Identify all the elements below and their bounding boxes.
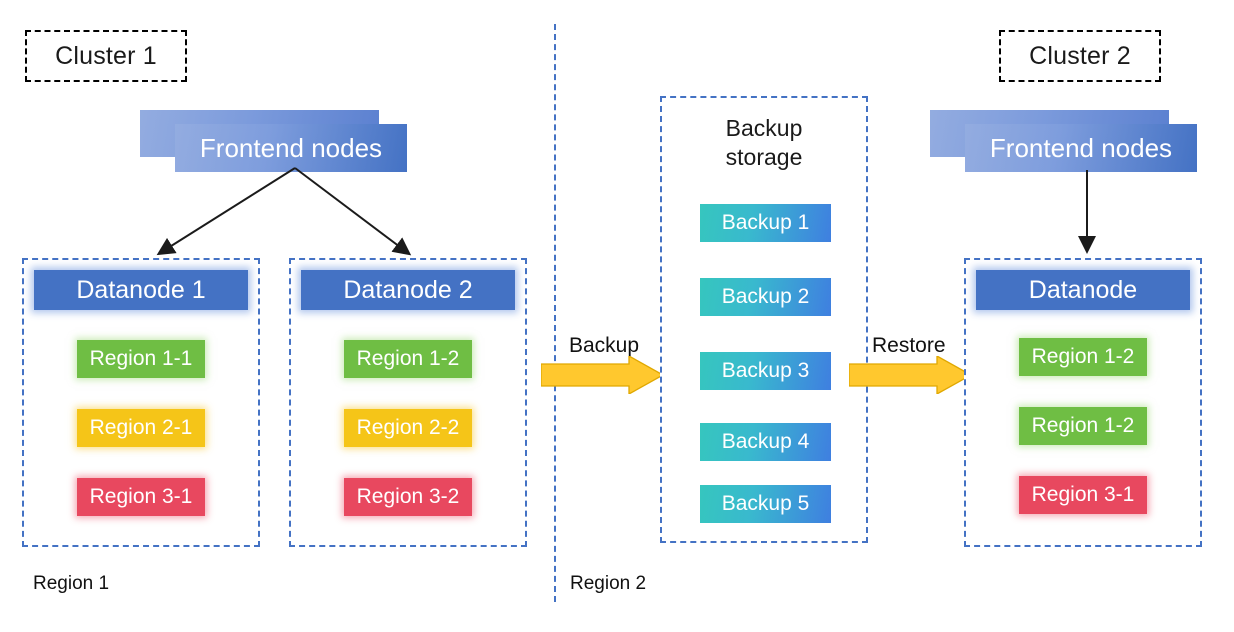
backup-storage-container: Backup storage Backup 1 Backup 2 Backup … bbox=[660, 96, 868, 543]
cluster2-datanode-container: Datanode Region 1-2 Region 1-2 Region 3-… bbox=[964, 258, 1202, 547]
region-label: Region 2-1 bbox=[89, 416, 193, 439]
restore-flow-text: Restore bbox=[872, 334, 946, 357]
backup-item-label: Backup 1 bbox=[721, 211, 810, 234]
datanode-2-title: Datanode 2 bbox=[343, 275, 473, 304]
backup-flow-text: Backup bbox=[569, 334, 640, 357]
region-label: Region 1-2 bbox=[1031, 414, 1135, 437]
cluster2-title-chip: Cluster 2 bbox=[999, 30, 1161, 82]
frontend-card-front-layer: Frontend nodes bbox=[175, 124, 407, 172]
backup-item-label: Backup 4 bbox=[721, 430, 810, 453]
cluster2-frontend-label: Frontend nodes bbox=[989, 132, 1173, 163]
backup-item[interactable]: Backup 5 bbox=[700, 485, 831, 523]
region-label: Region 2-2 bbox=[356, 416, 460, 439]
region-chip[interactable]: Region 1-2 bbox=[1019, 407, 1147, 445]
region-chip[interactable]: Region 3-2 bbox=[344, 478, 472, 516]
cluster1-frontend-label: Frontend nodes bbox=[199, 132, 383, 163]
region-label: Region 1-2 bbox=[1031, 345, 1135, 368]
backup-item-label: Backup 2 bbox=[721, 285, 810, 308]
region-chip[interactable]: Region 3-1 bbox=[77, 478, 205, 516]
cluster1-title-chip: Cluster 1 bbox=[25, 30, 187, 82]
cluster2-datanode-title: Datanode bbox=[1028, 275, 1138, 304]
region-chip[interactable]: Region 3-1 bbox=[1019, 476, 1147, 514]
datanode-2-container: Datanode 2 Region 1-2 Region 2-2 Region … bbox=[289, 258, 527, 547]
backup-item[interactable]: Backup 3 bbox=[700, 352, 831, 390]
cluster2-frontend-nodes[interactable]: Frontend nodes bbox=[930, 110, 1200, 172]
datanode-1-container: Datanode 1 Region 1-1 Region 2-1 Region … bbox=[22, 258, 260, 547]
backup-item[interactable]: Backup 4 bbox=[700, 423, 831, 461]
backup-item-label: Backup 5 bbox=[721, 492, 810, 515]
footer-region1-label: Region 1 bbox=[33, 573, 109, 595]
region-label: Region 3-1 bbox=[89, 485, 193, 508]
frontend-to-datanodes-connectors bbox=[156, 167, 412, 256]
backup-item[interactable]: Backup 2 bbox=[700, 278, 831, 316]
restore-arrow-icon bbox=[849, 356, 971, 394]
region-chip[interactable]: Region 1-1 bbox=[77, 340, 205, 378]
cluster1-frontend-nodes[interactable]: Frontend nodes bbox=[140, 110, 410, 172]
backup-storage-title-line1: Backup bbox=[725, 115, 803, 141]
backup-flow-label: Backup bbox=[569, 334, 639, 358]
datanode-1-header[interactable]: Datanode 1 bbox=[34, 270, 248, 310]
footer-region2-text: Region 2 bbox=[570, 573, 647, 594]
frontend-to-datanode-connector bbox=[1078, 170, 1096, 254]
backup-arrow-icon bbox=[541, 356, 663, 394]
backup-storage-title-line2: storage bbox=[725, 144, 803, 171]
restore-flow-label: Restore bbox=[872, 334, 946, 358]
region-label: Region 3-2 bbox=[356, 485, 460, 508]
backup-item-label: Backup 3 bbox=[721, 359, 810, 382]
footer-region1-text: Region 1 bbox=[33, 573, 110, 594]
region-label: Region 3-1 bbox=[1031, 483, 1135, 506]
region-label: Region 1-1 bbox=[89, 347, 193, 370]
region-chip[interactable]: Region 1-2 bbox=[1019, 338, 1147, 376]
backup-storage-title: Backup storage bbox=[662, 114, 866, 173]
frontend-card-front-layer: Frontend nodes bbox=[965, 124, 1197, 172]
region-label: Region 1-2 bbox=[356, 347, 460, 370]
region-divider-line bbox=[554, 24, 556, 602]
cluster2-title-label: Cluster 2 bbox=[1029, 41, 1131, 70]
region-chip[interactable]: Region 2-1 bbox=[77, 409, 205, 447]
datanode-1-title: Datanode 1 bbox=[76, 275, 206, 304]
datanode-2-header[interactable]: Datanode 2 bbox=[301, 270, 515, 310]
cluster1-title-label: Cluster 1 bbox=[55, 41, 157, 70]
footer-region2-label: Region 2 bbox=[570, 573, 646, 595]
backup-item[interactable]: Backup 1 bbox=[700, 204, 831, 242]
cluster2-datanode-header[interactable]: Datanode bbox=[976, 270, 1190, 310]
region-chip[interactable]: Region 2-2 bbox=[344, 409, 472, 447]
region-chip[interactable]: Region 1-2 bbox=[344, 340, 472, 378]
